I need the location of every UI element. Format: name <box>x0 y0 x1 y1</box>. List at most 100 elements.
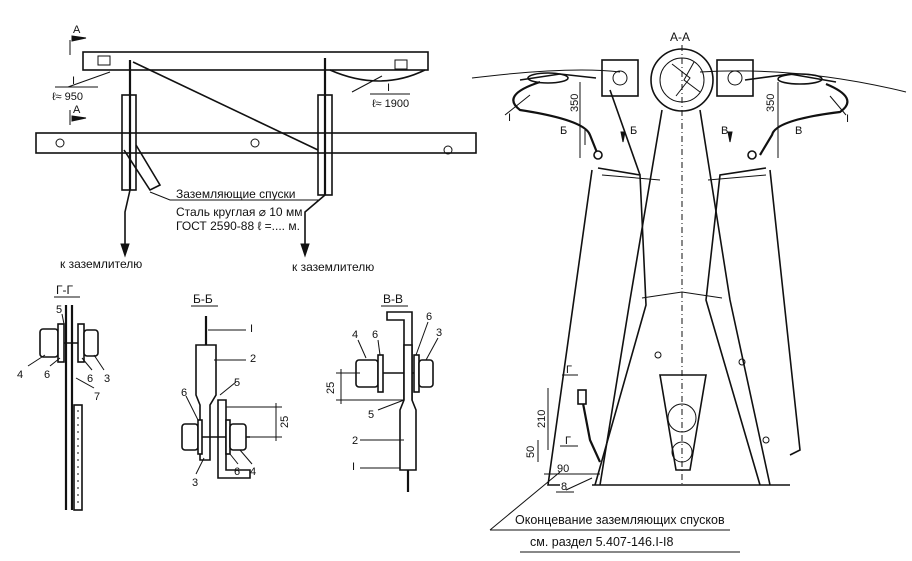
n8-leader <box>565 477 593 491</box>
vv-lug <box>399 344 417 471</box>
mark-v-arrow <box>727 131 733 143</box>
bottom-clamp <box>577 389 587 405</box>
bb-n5: 5 <box>234 377 240 389</box>
caption-leader <box>149 191 320 201</box>
bb-leader-6a <box>185 395 199 421</box>
tower-leg-left-outer <box>594 167 647 486</box>
mark-b-arrow <box>620 131 626 143</box>
bb-n6a: 6 <box>181 387 187 399</box>
mark-v-right2: В <box>795 125 802 137</box>
ground-lead-aa-left <box>512 80 600 156</box>
wire-i-left-leader <box>67 71 111 88</box>
gg-leader-6b <box>81 357 93 371</box>
bottom-ground-lead <box>580 397 602 463</box>
lower-traverse <box>35 132 477 154</box>
tower-cross-right <box>707 174 767 181</box>
n8-label: 8 <box>561 481 567 493</box>
gg-leader-5 <box>61 313 65 325</box>
section-vv: В-В 4 6 6 3 25 5 2 I <box>325 292 442 492</box>
bb-n6b: 6 <box>234 466 240 478</box>
center-wheel-vanes <box>671 61 701 97</box>
bb-n4: 4 <box>250 466 256 478</box>
tower-mid-band <box>641 291 723 299</box>
section-bb-title: Б-Б <box>193 292 213 306</box>
section-bb: Б-Б I 2 5 6 25 3 6 4 <box>181 292 291 489</box>
diagonal-brace <box>132 61 319 151</box>
upper-bolt-right <box>394 59 408 70</box>
footer-note: Оконцевание заземляющих спусков см. разд… <box>489 471 740 553</box>
tower-cross-left <box>601 174 661 181</box>
plan-view: А А I ℓ≈ 950 I ℓ≈ 1900 Заземляющие спуск… <box>35 24 477 274</box>
section-a-top: А <box>73 24 81 36</box>
leg-bolt-3 <box>654 351 662 359</box>
mark-b-left2: Б <box>630 125 637 137</box>
gg-n5: 5 <box>56 304 62 316</box>
tower-leg-right-outer <box>705 167 767 486</box>
gg-n7: 7 <box>94 391 100 403</box>
arrow-left <box>120 243 130 258</box>
vv-leader-6b <box>415 321 429 356</box>
arrow-right <box>300 243 310 258</box>
leg-bolt-2 <box>762 436 770 444</box>
bb-n25: 25 <box>279 416 291 428</box>
ground-lead-left <box>124 189 131 250</box>
bb-leader-5 <box>219 381 237 396</box>
vv-leader-4 <box>357 339 367 359</box>
mark-v-right1: В <box>721 125 728 137</box>
tower-left-strip <box>547 169 593 486</box>
bb-nut-left <box>181 423 199 451</box>
gg-nut-left <box>39 328 59 358</box>
vv-n3: 3 <box>436 327 442 339</box>
lower-bolt-3 <box>443 145 453 155</box>
tower-right-strip <box>769 169 801 456</box>
aa-wire-i-left: I <box>508 112 511 124</box>
dim-350-right: 350 <box>765 94 777 112</box>
bb-leader-3 <box>195 457 205 475</box>
dim-210: 210 <box>536 410 548 428</box>
section-a-bottom: А <box>73 104 81 116</box>
aa-i-left-leader <box>504 94 531 116</box>
section-a-arrow-bottom <box>71 115 87 122</box>
vv-n2: 2 <box>352 435 358 447</box>
vv-nut-right <box>418 359 434 388</box>
footer-leader <box>489 471 561 531</box>
gg-angle-leg <box>73 404 83 511</box>
foot-bracket <box>659 374 707 471</box>
wire-i-left-label: I <box>72 75 75 87</box>
gg-leader-7 <box>75 377 95 389</box>
vv-n25: 25 <box>325 382 337 394</box>
bb-washer-left <box>197 419 203 455</box>
gg-leader-3 <box>93 354 105 371</box>
leg-bolt-1 <box>738 358 746 366</box>
foot-nut-2 <box>671 441 693 463</box>
mark-b-left1: Б <box>560 125 567 137</box>
bb-leader-6b <box>229 453 239 465</box>
bb-n3: 3 <box>192 477 198 489</box>
insulator-right-body <box>777 73 823 85</box>
len-left-label: ℓ≈ 950 <box>52 91 83 103</box>
gg-n3: 3 <box>104 373 110 385</box>
tower-inner-right <box>699 109 771 486</box>
caption-line-2: Сталь круглая ⌀ 10 мм <box>176 205 302 219</box>
vv-washer-left <box>377 354 384 393</box>
len-right-label: ℓ≈ 1900 <box>372 98 409 110</box>
section-a-arrow-top <box>71 35 87 42</box>
dim-50: 50 <box>525 446 537 458</box>
bb-n1: I <box>250 323 253 335</box>
gg-washer-left <box>57 323 65 363</box>
view-aa-title: А-А <box>670 30 690 44</box>
gg-n6b: 6 <box>87 373 93 385</box>
gg-n4: 4 <box>17 369 23 381</box>
mark-g-bottom: Г <box>565 435 571 447</box>
lower-bolt-1 <box>55 138 65 148</box>
dim-350-left: 350 <box>569 94 581 112</box>
insulator-left-body <box>527 72 569 84</box>
fitting-right-eye <box>727 70 743 86</box>
caption-line-1: Заземляющие спуски <box>176 187 295 201</box>
view-aa: А-А <box>471 30 907 493</box>
section-vv-title: В-В <box>383 292 403 306</box>
gg-nut-right <box>83 329 99 357</box>
bb-n2: 2 <box>250 353 256 365</box>
wire-i-right-label: I <box>387 82 390 94</box>
